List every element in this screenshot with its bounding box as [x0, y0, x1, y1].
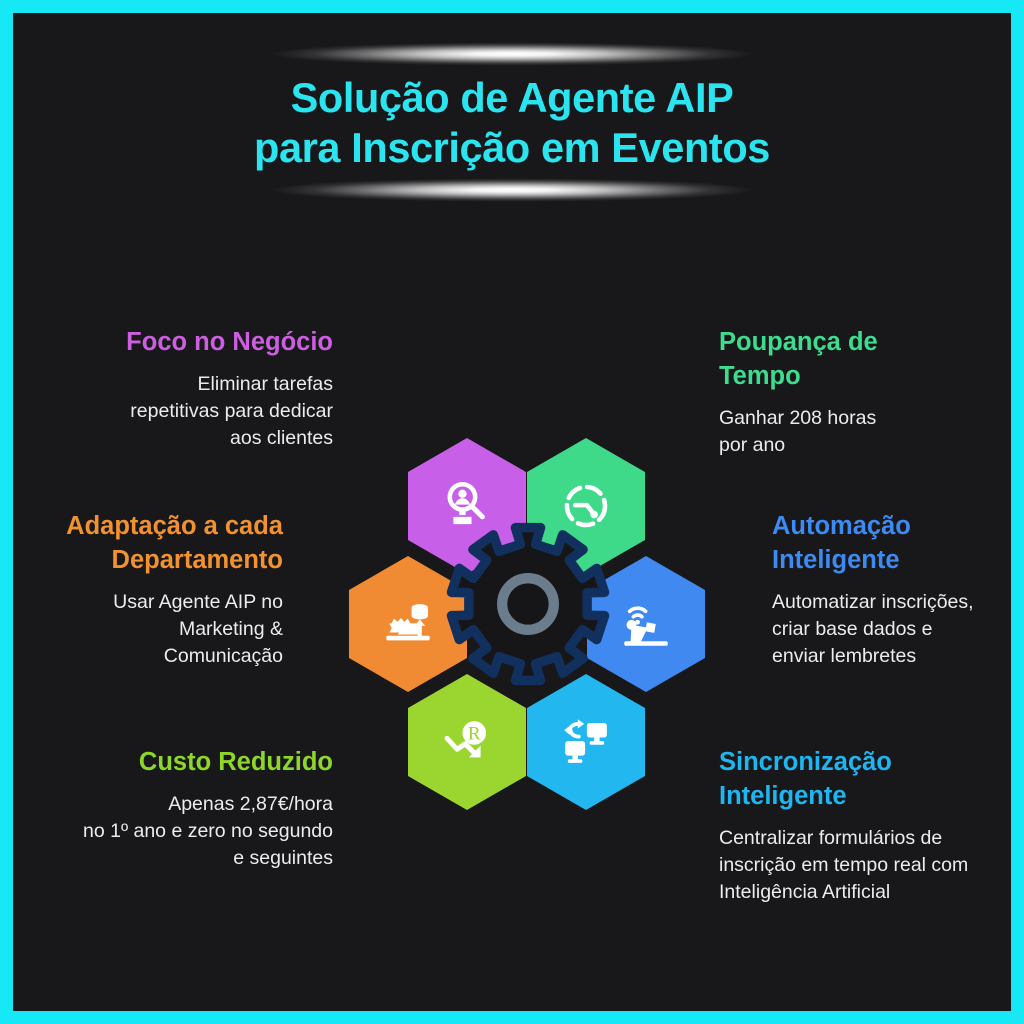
feature-body-custo: Apenas 2,87€/hora no 1º ano e zero no se…	[83, 792, 333, 869]
hexagon-automacao-inteligente	[587, 556, 705, 692]
feature-adaptacao-departamento: Adaptação a cada Departamento Usar Agent…	[18, 510, 283, 670]
page-title: Solução de Agente AIP para Inscrição em …	[254, 74, 770, 172]
hexagon-cluster-diagram: R	[331, 438, 723, 810]
cost-down-arrow-icon: R	[444, 721, 487, 758]
title-block: Solução de Agente AIP para Inscrição em …	[13, 41, 1011, 204]
gears-data-upload-icon	[386, 604, 430, 641]
dashed-clock-icon	[564, 484, 608, 528]
feature-heading-sincro: Sincronização Inteligente	[719, 748, 892, 810]
robot-arm-wrench-icon	[624, 606, 670, 646]
central-gear-icon	[446, 522, 610, 686]
hexagon-sincronizacao-inteligente	[527, 674, 645, 810]
feature-heading-foco: Foco no Negócio	[126, 328, 333, 356]
feature-custo-reduzido: Custo Reduzido Apenas 2,87€/hora no 1º a…	[23, 746, 333, 872]
hexagon-adaptacao-departamento	[349, 556, 467, 692]
feature-body-foco: Eliminar tarefas repetitivas para dedica…	[130, 372, 333, 449]
feature-heading-automacao: Automação Inteligente	[772, 512, 911, 574]
feature-body-adaptacao: Usar Agente AIP no Marketing & Comunicaç…	[113, 590, 283, 667]
feature-heading-custo: Custo Reduzido	[138, 748, 333, 776]
feature-automacao-inteligente: Automação Inteligente Automatizar inscri…	[772, 510, 1011, 670]
svg-text:R: R	[468, 724, 481, 745]
feature-poupanca-de-tempo: Poupança de Tempo Ganhar 208 horas por a…	[719, 326, 949, 459]
hexagon-custo-reduzido: R	[408, 674, 526, 810]
metallic-divider-bottom	[232, 177, 792, 204]
feature-heading-adaptacao: Adaptação a cada Departamento	[66, 512, 283, 574]
feature-heading-poupanca: Poupança de Tempo	[719, 328, 878, 390]
feature-body-automacao: Automatizar inscrições, criar base dados…	[772, 590, 974, 667]
feature-foco-no-negocio: Foco no Negócio Eliminar tarefas repetit…	[38, 326, 333, 452]
person-search-icon	[447, 481, 485, 525]
feature-body-poupanca: Ganhar 208 horas por ano	[719, 406, 877, 456]
feature-body-sincro: Centralizar formulários de inscrição em …	[719, 826, 969, 903]
monitors-sync-icon	[564, 719, 607, 763]
metallic-divider-top	[232, 41, 792, 67]
feature-sincronizacao-inteligente: Sincronização Inteligente Centralizar fo…	[719, 746, 1011, 906]
